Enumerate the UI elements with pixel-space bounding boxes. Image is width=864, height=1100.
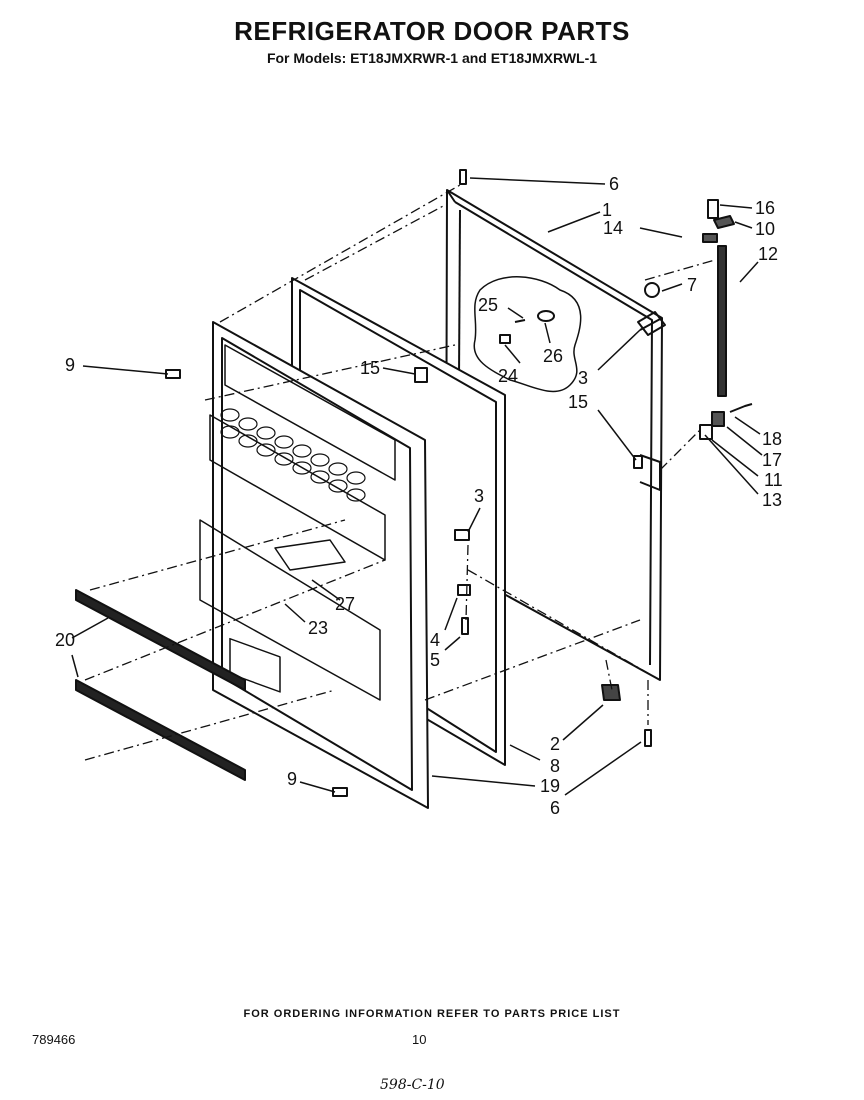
callout-4: 4: [430, 630, 440, 650]
callout-10: 10: [755, 219, 775, 239]
callout-24: 24: [498, 366, 518, 386]
page-number: 10: [412, 1032, 427, 1047]
callout-5: 5: [430, 650, 440, 670]
callout-25: 25: [478, 295, 498, 315]
callout-3-mid: 3: [474, 486, 484, 506]
callout-11: 11: [764, 470, 783, 490]
assembly-lines: [84, 184, 716, 761]
cutaway-detail: [473, 276, 582, 393]
document-number: 789466: [32, 1032, 76, 1047]
callout-2: 2: [550, 734, 560, 754]
ordering-note: FOR ORDERING INFORMATION REFER TO PARTS …: [243, 1008, 621, 1020]
callout-19: 19: [540, 776, 560, 796]
callout-13: 13: [762, 490, 782, 510]
callout-6-top: 6: [609, 174, 619, 194]
callout-9-top: 9: [65, 355, 75, 375]
callout-18: 18: [762, 429, 782, 449]
page-title: REFRIGERATOR DOOR PARTS: [234, 16, 630, 46]
callout-20: 20: [55, 630, 75, 650]
callout-7: 7: [687, 275, 697, 295]
callout-8: 8: [550, 756, 560, 776]
callout-9-bottom: 9: [287, 769, 297, 789]
callout-12: 12: [758, 244, 778, 264]
callout-17: 17: [762, 450, 782, 470]
callout-27: 27: [335, 594, 355, 614]
callout-6-bottom: 6: [550, 798, 560, 818]
callout-15-left: 15: [360, 358, 380, 378]
egg-cups: [220, 408, 366, 502]
callout-leaders: [71, 177, 763, 796]
callout-14: 14: [603, 218, 623, 238]
callout-labels: 6 1 16 10 14 12 7 25 26 24 3 15 9 15 18 …: [55, 174, 783, 818]
handwritten-note: 598-C-10: [380, 1077, 445, 1093]
callout-23: 23: [308, 618, 328, 638]
callout-15-right: 15: [568, 392, 588, 412]
callout-1: 1: [602, 200, 612, 220]
callout-26: 26: [543, 346, 563, 366]
handle-parts: [633, 199, 753, 469]
page-subtitle: For Models: ET18JMXRWR-1 and ET18JMXRWL-…: [266, 50, 598, 66]
callout-3-right: 3: [578, 368, 588, 388]
callout-16: 16: [755, 198, 775, 218]
shelf-rails: [75, 589, 246, 781]
